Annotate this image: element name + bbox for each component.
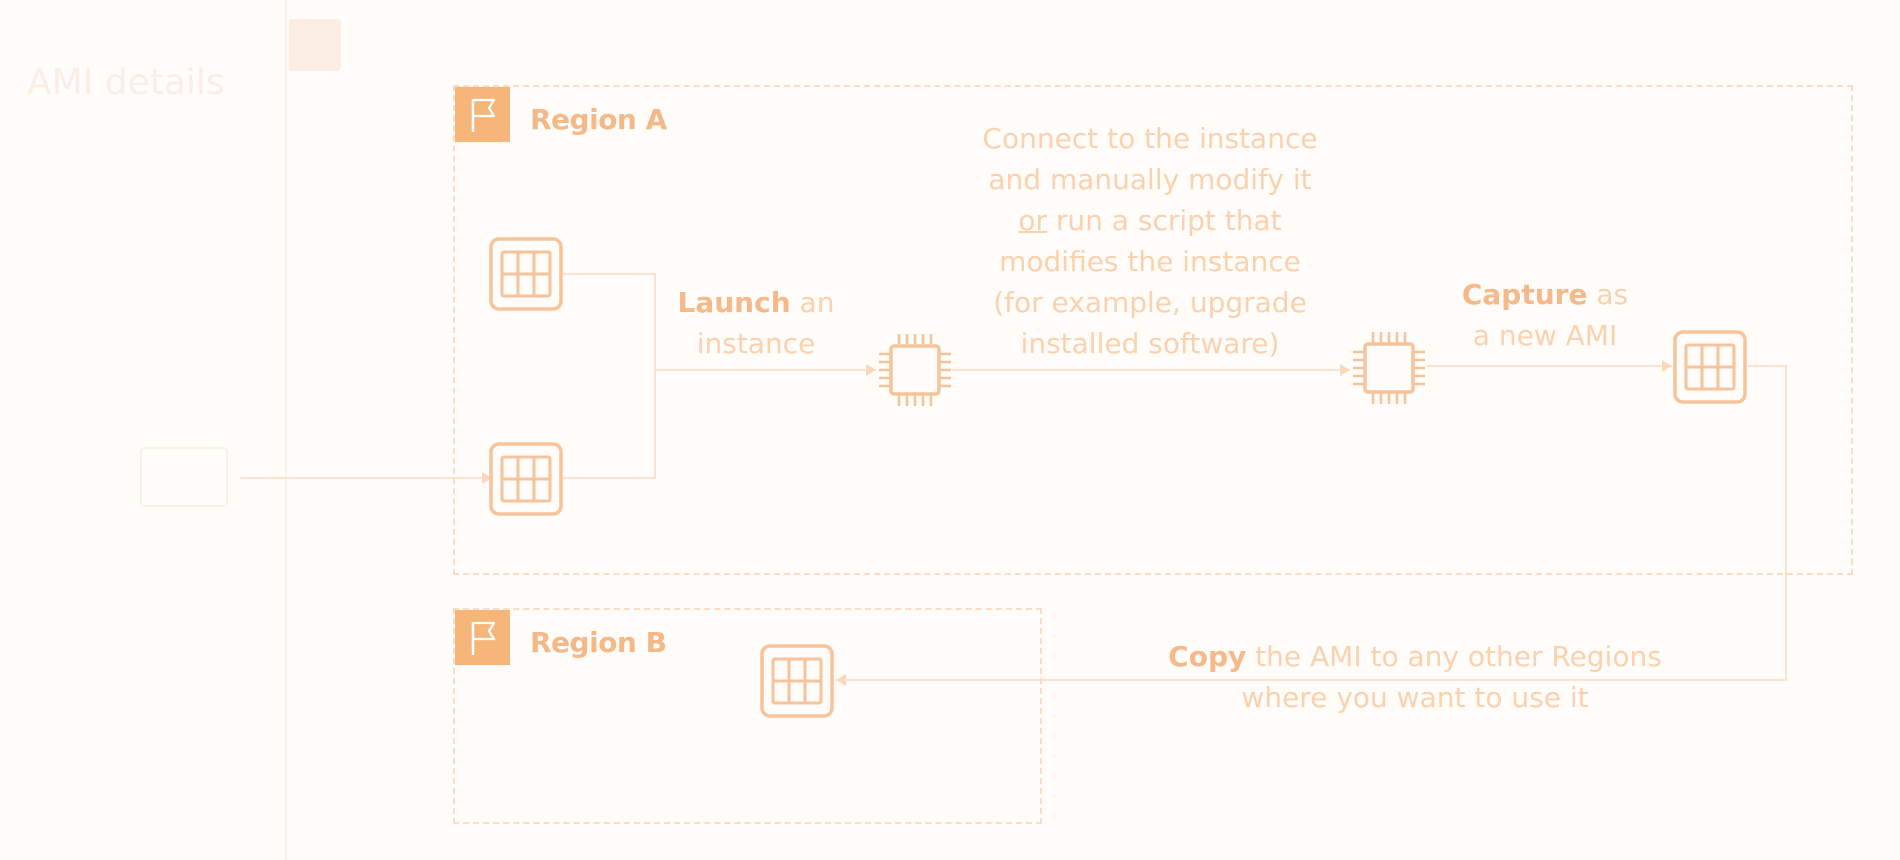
capture-verb: Capture	[1461, 278, 1588, 311]
region-a-label: Region A	[530, 103, 667, 136]
copy-annotation: Copy the AMI to any other Regions where …	[1110, 636, 1720, 718]
arrowhead-source	[482, 472, 492, 484]
modify-line-6: installed software)	[1020, 327, 1280, 360]
capture-line-1: Capture as	[1430, 274, 1660, 315]
copy-line-1: Copy the AMI to any other Regions	[1110, 636, 1720, 677]
faint-tab-icon	[289, 19, 341, 71]
launch-line-1-rest: an	[790, 286, 835, 319]
copy-verb: Copy	[1168, 640, 1247, 673]
arrowhead-capture	[1662, 360, 1672, 372]
capture-line-1-rest: as	[1587, 278, 1629, 311]
region-a-boundary: Region A	[453, 85, 1853, 575]
arrowhead-copy	[836, 674, 846, 686]
launch-line-1: Launch an	[640, 282, 872, 323]
page-divider	[285, 0, 287, 860]
modify-or: or	[1018, 204, 1047, 237]
copy-line-1-rest: the AMI to any other Regions	[1246, 640, 1662, 673]
modify-line-3-rest: run a script that	[1047, 204, 1282, 237]
capture-annotation: Capture as a new AMI	[1430, 274, 1660, 356]
arrowhead-launch	[866, 364, 876, 376]
modify-line-2: and manually modify it	[988, 163, 1312, 196]
arrowhead-modify	[1340, 364, 1350, 376]
capture-line-2: a new AMI	[1472, 319, 1618, 352]
modify-line-5: (for example, upgrade	[993, 286, 1307, 319]
ami-icon	[760, 644, 834, 718]
page-title: AMI details	[27, 62, 225, 103]
connector-ami-bottom	[563, 370, 656, 479]
flag-icon	[455, 610, 510, 665]
ec2-instance-icon	[1353, 332, 1425, 404]
launch-annotation: Launch an instance	[640, 282, 872, 364]
copy-line-2: where you want to use it	[1241, 681, 1589, 714]
modify-line-4: modifies the instance	[999, 245, 1301, 278]
region-b-boundary: Region B	[453, 608, 1042, 824]
launch-verb: Launch	[677, 286, 791, 319]
region-b-label: Region B	[530, 626, 667, 659]
ami-icon	[1673, 330, 1747, 404]
ami-icon	[489, 237, 563, 311]
modify-line-1: Connect to the instance	[982, 122, 1318, 155]
flag-icon	[455, 87, 510, 142]
source-box	[140, 447, 228, 507]
modify-annotation: Connect to the instance and manually mod…	[940, 118, 1360, 364]
connector-ami-top	[563, 273, 656, 370]
modify-line-3: or run a script that	[940, 200, 1360, 241]
launch-line-2: instance	[696, 327, 816, 360]
ami-icon	[489, 442, 563, 516]
ec2-instance-icon	[879, 334, 951, 406]
connector-copy	[836, 365, 1787, 681]
